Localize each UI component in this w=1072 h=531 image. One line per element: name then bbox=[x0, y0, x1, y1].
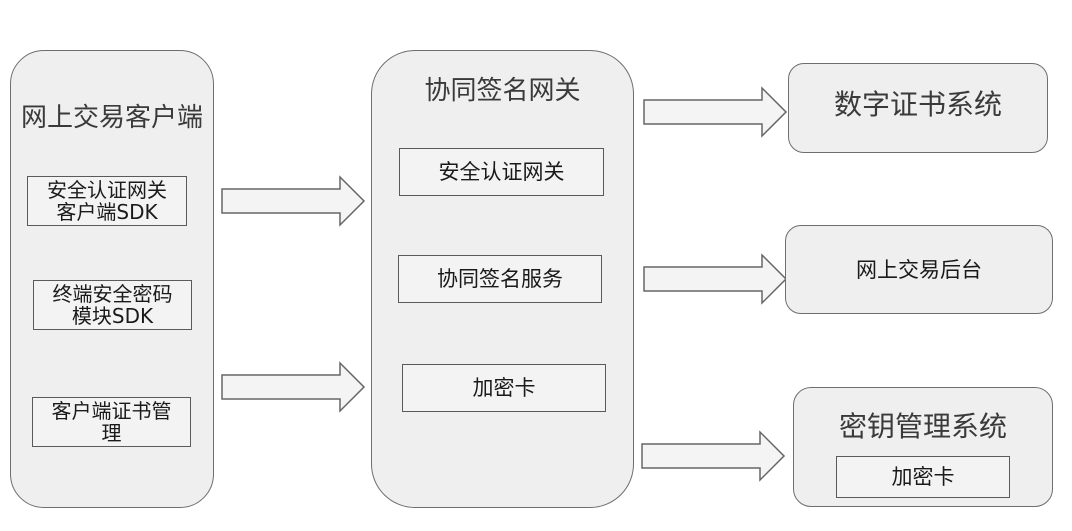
key-system-title: 密钥管理系统 bbox=[838, 410, 1007, 443]
gateway-module-auth-gateway: 安全认证网关 bbox=[399, 148, 604, 196]
arrow-gateway-to-key-system bbox=[641, 430, 786, 482]
arrow-gateway-to-trade-backend bbox=[643, 253, 788, 305]
client-module-auth-sdk: 安全认证网关 客户端SDK bbox=[27, 176, 187, 226]
arrow-client-to-gateway-top bbox=[221, 175, 366, 227]
gateway-module-crypto-card: 加密卡 bbox=[402, 364, 606, 412]
cert-system-panel bbox=[788, 63, 1048, 153]
cert-system-title: 数字证书系统 bbox=[833, 88, 1002, 121]
key-system-module-crypto-card: 加密卡 bbox=[836, 456, 1010, 498]
trade-backend-panel bbox=[785, 225, 1053, 314]
client-module-cert-management: 客户端证书管 理 bbox=[32, 397, 191, 447]
client-module-crypto-sdk: 终端安全密码 模块SDK bbox=[33, 280, 192, 330]
gateway-module-co-sign-service: 协同签名服务 bbox=[398, 255, 602, 303]
trade-backend-title: 网上交易后台 bbox=[856, 258, 982, 282]
arrow-gateway-to-cert-system bbox=[643, 86, 788, 138]
client-panel-title: 网上交易客户端 bbox=[20, 103, 203, 133]
gateway-panel-title: 协同签名网关 bbox=[424, 76, 581, 106]
arrow-client-to-gateway-bottom bbox=[221, 361, 366, 413]
